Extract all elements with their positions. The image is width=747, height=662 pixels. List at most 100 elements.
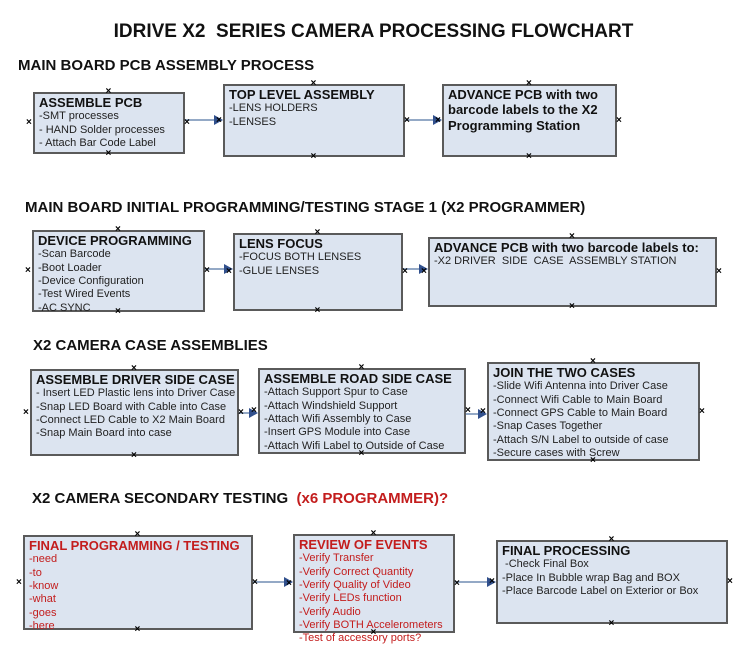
flow-box-assemble-road-side-case: ASSEMBLE ROAD SIDE CASE-Attach Support S… bbox=[258, 368, 466, 454]
box-title: JOIN THE TWO CASES bbox=[493, 365, 636, 380]
connection-handle-icon: × bbox=[115, 306, 121, 317]
box-item: -here bbox=[29, 619, 55, 632]
box-title: LENS FOCUS bbox=[239, 236, 323, 251]
box-item: -Boot Loader bbox=[38, 261, 102, 274]
connection-handle-icon: × bbox=[526, 151, 532, 162]
arrowhead-icon bbox=[487, 577, 496, 587]
arrowhead-icon bbox=[214, 115, 223, 125]
connection-handle-icon: × bbox=[526, 78, 532, 89]
connection-handle-icon: × bbox=[134, 624, 141, 635]
connection-handle-icon: × bbox=[314, 227, 321, 238]
box-item: -Attach S/N Label to outside of case bbox=[493, 433, 669, 446]
box-item: -Scan Barcode bbox=[38, 248, 111, 261]
connection-handle-icon: × bbox=[286, 577, 292, 589]
flow-arrow-connector bbox=[253, 581, 286, 583]
box-item: -Secure cases with Screw bbox=[493, 446, 620, 459]
box-item: - Insert LED Plastic lens into Driver Ca… bbox=[36, 387, 236, 400]
section-heading-text: X2 CAMERA CASE ASSEMBLIES bbox=[33, 337, 268, 354]
connection-handle-icon: × bbox=[16, 576, 22, 588]
arrowhead-icon bbox=[433, 115, 442, 125]
box-item: -AC SYNC bbox=[38, 301, 91, 314]
connection-handle-icon: × bbox=[204, 265, 210, 276]
box-item: -Verify Quality of Video bbox=[299, 578, 411, 591]
connection-handle-icon: × bbox=[465, 405, 471, 416]
arrowhead-icon bbox=[419, 264, 428, 274]
connection-handle-icon: × bbox=[569, 301, 575, 312]
box-title: ADVANCE PCB with two barcode labels to t… bbox=[448, 87, 598, 133]
box-item: - Attach Bar Code Label bbox=[39, 136, 156, 149]
box-item: -Connect Wifi Cable to Main Board bbox=[493, 393, 663, 406]
box-item: -FOCUS BOTH LENSES bbox=[239, 251, 362, 264]
connection-handle-icon: × bbox=[314, 305, 321, 316]
connection-handle-icon: × bbox=[184, 117, 190, 128]
box-item: -to bbox=[29, 566, 42, 579]
connection-handle-icon: × bbox=[25, 265, 31, 276]
box-item: -SMT processes bbox=[39, 110, 119, 123]
box-title: ADVANCE PCB with two barcode labels to: bbox=[434, 240, 699, 255]
box-item: -Verify Transfer bbox=[299, 552, 374, 565]
flow-box-assemble-pcb: ASSEMBLE PCB-SMT processes- HAND Solder … bbox=[33, 92, 185, 154]
connection-handle-icon: × bbox=[23, 406, 29, 418]
connection-handle-icon: × bbox=[105, 86, 112, 97]
box-item: - HAND Solder processes bbox=[39, 123, 165, 136]
connection-handle-icon: × bbox=[480, 405, 486, 417]
connection-handle-icon: × bbox=[404, 114, 410, 126]
box-item: -Place In Bubble wrap Bag and BOX bbox=[502, 571, 680, 584]
box-item: -Snap LED Board with Cable into Case bbox=[36, 400, 227, 413]
flow-box-advance-pcb-to-programming-station: ADVANCE PCB with two barcode labels to t… bbox=[442, 84, 617, 157]
section-heading-text: X2 CAMERA SECONDARY TESTING bbox=[32, 490, 297, 507]
flow-box-review-of-events: REVIEW OF EVENTS-Verify Transfer -Verify … bbox=[293, 534, 455, 644]
box-item: -Slide Wifi Antenna into Driver Case bbox=[493, 380, 668, 393]
box-item: -Verify LEDs function bbox=[299, 592, 402, 605]
connection-handle-icon: × bbox=[310, 78, 317, 89]
connection-handle-icon: × bbox=[402, 266, 408, 277]
box-item: -Insert GPS Module into Case bbox=[264, 426, 411, 439]
box-title: ASSEMBLE DRIVER SIDE CASE bbox=[36, 372, 235, 387]
flow-arrow-connector bbox=[466, 413, 480, 415]
box-title: ASSEMBLE PCB bbox=[39, 95, 143, 110]
box-item: -Attach Windshield Support bbox=[264, 399, 398, 412]
box-title: REVIEW OF EVENTS bbox=[299, 537, 428, 552]
flow-arrow-connector bbox=[405, 119, 435, 121]
flow-box-final-processing: FINAL PROCESSING -Check Final Box-Place … bbox=[496, 540, 728, 624]
box-title: ASSEMBLE ROAD SIDE CASE bbox=[264, 371, 452, 386]
connection-handle-icon: × bbox=[727, 576, 733, 587]
box-item: -Snap Main Board into case bbox=[36, 427, 172, 440]
box-item: -what bbox=[29, 593, 56, 606]
box-item: -Verify BOTH Accelerometers bbox=[299, 618, 443, 631]
connection-handle-icon: × bbox=[590, 356, 596, 367]
section-heading-initial-programming: MAIN BOARD INITIAL PROGRAMMING/TESTING S… bbox=[25, 199, 585, 216]
flow-box-device-programming: DEVICE PROGRAMMING-Scan Barcode-Boot Loa… bbox=[32, 230, 205, 314]
arrowhead-icon bbox=[478, 409, 487, 419]
section-heading-text: MAIN BOARD PCB ASSEMBLY PROCESS bbox=[18, 57, 315, 74]
connection-handle-icon: × bbox=[26, 117, 32, 128]
connection-handle-icon: × bbox=[238, 406, 244, 418]
box-title: TOP LEVEL ASSEMBLY bbox=[229, 87, 375, 102]
section-heading-pcb-assembly: MAIN BOARD PCB ASSEMBLY PROCESS bbox=[18, 57, 314, 74]
box-item: -X2 DRIVER SIDE CASE ASSEMBLY STATION bbox=[434, 255, 677, 268]
connection-handle-icon: × bbox=[454, 577, 460, 589]
box-item: -LENSES bbox=[229, 115, 277, 128]
connection-handle-icon: × bbox=[370, 528, 377, 539]
box-item: -GLUE LENSES bbox=[239, 264, 320, 277]
section-heading-secondary-testing: X2 CAMERA SECONDARY TESTING (x6 PROGRAMM… bbox=[32, 490, 448, 507]
box-item: -Test Wired Events bbox=[38, 288, 131, 301]
box-item: -LENS HOLDERS bbox=[229, 102, 318, 115]
flow-box-join-the-two-cases: JOIN THE TWO CASES-Slide Wifi Antenna in… bbox=[487, 362, 700, 461]
connection-handle-icon: × bbox=[616, 114, 622, 126]
connection-handle-icon: × bbox=[370, 627, 377, 638]
connection-handle-icon: × bbox=[115, 224, 121, 235]
section-heading-case-assemblies: X2 CAMERA CASE ASSEMBLIES bbox=[33, 337, 268, 354]
box-title: FINAL PROCESSING bbox=[502, 543, 631, 558]
arrowhead-icon bbox=[249, 408, 258, 418]
arrowhead-icon bbox=[224, 264, 233, 274]
connection-handle-icon: × bbox=[699, 405, 705, 417]
connection-handle-icon: × bbox=[358, 448, 365, 459]
box-item: -Attach Wifi Label to Outside of Case bbox=[264, 439, 445, 452]
connection-handle-icon: × bbox=[216, 114, 222, 126]
connection-handle-icon: × bbox=[489, 576, 495, 587]
box-item: -Attach Support Spur to Case bbox=[264, 386, 408, 399]
connection-handle-icon: × bbox=[252, 576, 258, 588]
flow-box-assemble-driver-side-case: ASSEMBLE DRIVER SIDE CASE- Insert LED Pl… bbox=[30, 369, 239, 456]
